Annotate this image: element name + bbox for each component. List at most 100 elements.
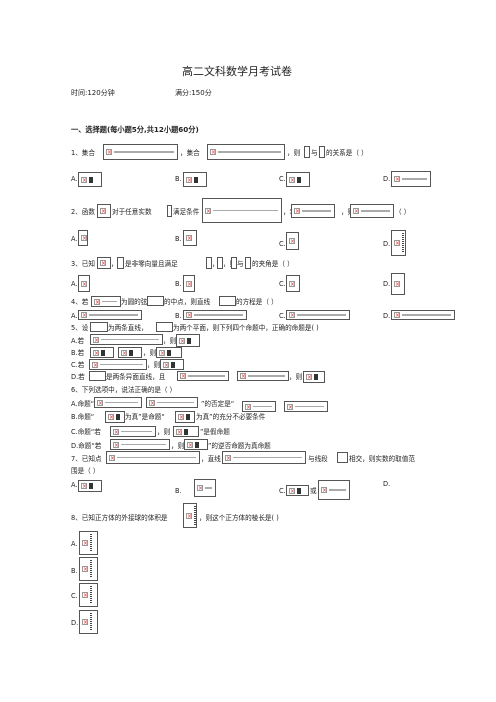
q1-text-tail: 的关系是（ ）	[326, 149, 368, 157]
q3-text-b: 是非零向量且满足	[125, 260, 178, 268]
image-placeholder-line	[213, 209, 278, 212]
image-placeholder-line	[105, 401, 138, 404]
q5-option-a-cond: ×	[90, 334, 163, 345]
q6-option-a-prop2: ×	[146, 397, 198, 408]
q1-option-a-label: A.	[71, 175, 78, 183]
q6-option-d-start: D.命题“若	[71, 442, 102, 450]
image-placeholder-line	[121, 443, 166, 446]
q7-option-a-image: ×	[78, 480, 102, 492]
q1-text-start: 1、集合	[71, 149, 95, 157]
broken-image-icon: ×	[113, 428, 120, 436]
image-placeholder-block	[195, 441, 199, 448]
broken-image-icon: ×	[289, 280, 296, 288]
image-placeholder-block	[194, 176, 198, 183]
q1-set-b-image: ×	[207, 144, 285, 160]
broken-image-icon: ×	[197, 485, 204, 492]
q1-text-and: 与	[311, 149, 318, 157]
broken-image-icon: ×	[186, 312, 193, 319]
q6-option-b-p: ×	[105, 411, 125, 423]
q7-option-d-label: D.	[383, 480, 391, 488]
q4-text-b: 的中点，则直线	[164, 298, 211, 306]
q5-option-b-cond2: ×	[118, 347, 142, 358]
q5-option-b-then: ，则	[143, 349, 157, 357]
broken-image-icon: ×	[187, 441, 194, 449]
page-title: 高二文科数学月考试卷	[182, 65, 292, 78]
image-placeholder-line	[248, 375, 285, 377]
q6-option-b-mid: 为真”是命题“	[125, 413, 165, 421]
q5-option-c-then: ，则	[147, 361, 161, 369]
broken-image-icon: ×	[176, 428, 183, 436]
broken-image-icon: ×	[306, 374, 313, 381]
q1-text-mid: ，集合	[180, 149, 200, 157]
q6-option-b-tail: 为真”的充分不必要条件	[196, 413, 266, 421]
broken-image-icon: ×	[81, 280, 88, 288]
q4-text-start: 4、若	[71, 298, 89, 306]
q2-given-image: ×	[291, 204, 335, 218]
q5-planes-symbol	[156, 322, 173, 332]
image-placeholder-text	[90, 534, 92, 552]
q5-option-b-cond1: ×	[90, 347, 114, 358]
image-placeholder-text	[90, 613, 92, 631]
q7-option-a-label: A.	[71, 481, 78, 489]
image-placeholder-block	[297, 176, 301, 183]
q6-option-d-then: ，则	[171, 442, 185, 450]
q6-option-b-start: B.命题“	[71, 413, 95, 421]
q5-option-b-result: ×	[156, 347, 182, 358]
q7-text-line2: 围是（ ）	[71, 467, 100, 475]
q2-text-tail: （ ）	[395, 208, 411, 216]
q5-option-d-cond2: ×	[237, 371, 289, 381]
broken-image-icon: ×	[186, 280, 193, 288]
broken-image-icon: ×	[82, 566, 89, 573]
broken-image-icon: ×	[81, 176, 88, 184]
q8-volume-image: ×	[183, 503, 197, 528]
q8-option-d-image: ×	[79, 610, 98, 634]
q1-option-d-image: ×	[391, 171, 431, 187]
q3-condition-1	[206, 257, 212, 269]
q1-option-c-label: C.	[279, 175, 286, 183]
q8-option-c-image: ×	[79, 583, 98, 607]
broken-image-icon: ×	[106, 149, 113, 156]
q1-option-c-image: ×	[286, 172, 310, 187]
q3-text-start: 3、已知	[71, 260, 95, 268]
q3-option-d-image: ×	[391, 273, 405, 295]
q4-chord-image: ×	[91, 296, 121, 307]
q2-option-a-image: ×	[78, 230, 88, 246]
broken-image-icon: ×	[82, 592, 89, 599]
image-placeholder-line	[89, 314, 138, 316]
q8-option-c-label: C.	[71, 592, 78, 600]
q7-option-b-label: B.	[175, 487, 182, 495]
broken-image-icon: ×	[163, 361, 170, 369]
image-placeholder-line	[295, 405, 324, 408]
broken-image-icon: ×	[245, 403, 252, 411]
q3-option-b-label: B.	[175, 280, 182, 288]
broken-image-icon: ×	[97, 399, 104, 407]
image-placeholder-text	[194, 506, 196, 525]
broken-image-icon: ×	[186, 512, 193, 520]
q2-text-b: 满足条件	[173, 208, 200, 216]
q7-text-c: 相交，则实数的取值范	[349, 455, 415, 463]
image-placeholder-block	[297, 487, 301, 494]
q4-option-c-image: ×	[286, 310, 350, 320]
q5-option-d-result: ×	[303, 371, 325, 383]
q4-option-d-image: ×	[391, 310, 455, 320]
image-placeholder-block	[171, 361, 175, 368]
broken-image-icon: ×	[289, 312, 296, 319]
broken-image-icon: ×	[394, 312, 401, 319]
broken-image-icon: ×	[113, 441, 120, 449]
q6-option-c-cond: ×	[110, 426, 156, 437]
q4-option-b-label: B.	[175, 312, 182, 320]
q5-option-d-lines	[89, 371, 106, 381]
broken-image-icon: ×	[93, 349, 100, 357]
q3-option-a-label: A.	[71, 280, 78, 288]
image-placeholder-line	[361, 210, 390, 212]
image-placeholder-line	[121, 430, 152, 433]
q1-option-b-image: ×	[183, 172, 207, 187]
broken-image-icon: ×	[210, 149, 217, 156]
q6-option-c-start: C.命题“若	[71, 428, 101, 436]
q8-option-a-image: ×	[79, 531, 98, 555]
image-placeholder-block	[129, 349, 133, 356]
image-placeholder-line	[218, 151, 281, 153]
q7-points-image: ×	[106, 451, 200, 464]
q3-condition-2	[217, 257, 223, 269]
broken-image-icon: ×	[321, 487, 328, 494]
